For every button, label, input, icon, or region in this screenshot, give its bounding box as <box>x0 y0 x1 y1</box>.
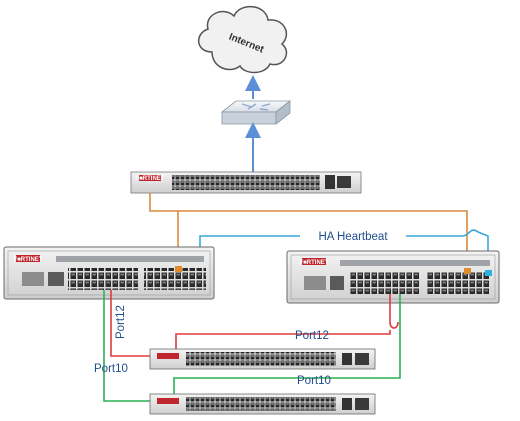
fortigate-left: F■RTINET <box>3 246 215 300</box>
port12-link-right <box>175 294 399 352</box>
core-switch: F■RTINET <box>130 171 362 194</box>
port10-label-bottom: Port10 <box>297 375 331 387</box>
core-switch-brand: F■RTINET <box>136 176 165 182</box>
port12-label-left: Port12 <box>115 305 127 339</box>
fortigate-right-brand: F■RTINET <box>300 260 329 266</box>
port10-link-left <box>103 290 170 402</box>
fortigate-left-brand: F■RTINET <box>14 257 43 263</box>
ha-port-orange-right <box>464 268 471 274</box>
access-switch-2 <box>149 393 376 415</box>
router-icon <box>220 100 292 125</box>
port10-label-left: Port10 <box>94 363 128 375</box>
internet-cloud: Internet <box>198 6 288 74</box>
port10-link-right <box>173 294 401 396</box>
ha-heartbeat-label: HA Heartbeat <box>318 231 388 243</box>
access-switch-1 <box>149 348 376 370</box>
ha-link-orange <box>149 193 468 268</box>
port12-label-right: Port12 <box>295 330 329 342</box>
ha-port-blue-right <box>485 270 492 276</box>
fortigate-right: F■RTINET <box>286 250 500 304</box>
ha-port-orange-left <box>175 266 182 272</box>
